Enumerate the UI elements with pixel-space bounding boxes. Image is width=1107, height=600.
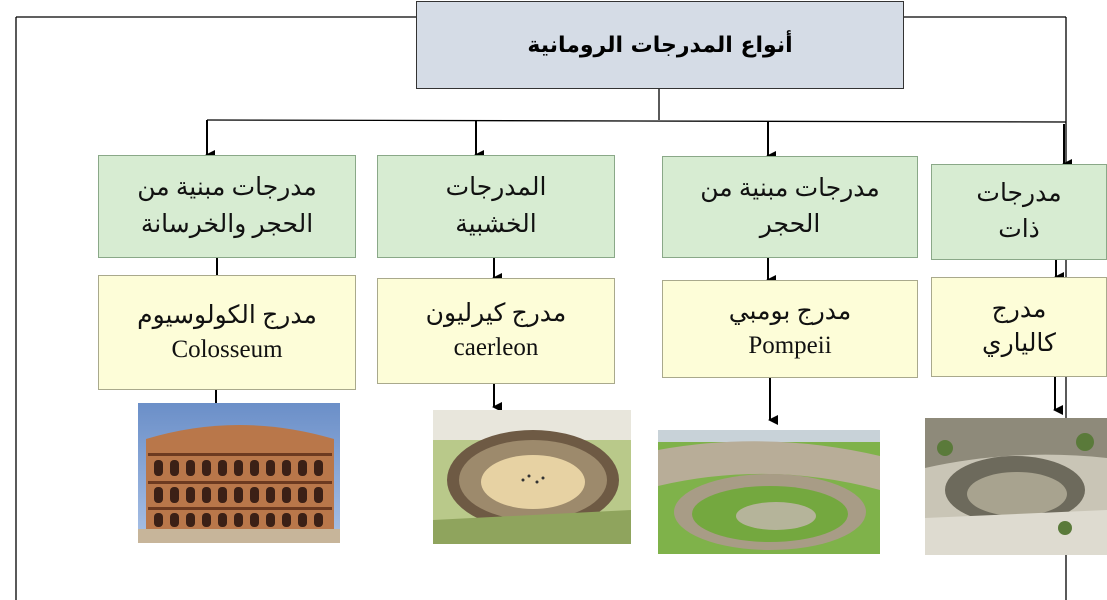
category-line: مدرجات مبنية من <box>137 174 317 202</box>
category-line: ذات <box>998 216 1040 243</box>
caerleon-photo <box>433 410 631 544</box>
example-caerleon: مدرج كيرليون caerleon <box>377 278 615 384</box>
example-arabic: مدرج <box>991 296 1047 324</box>
category-line: الحجر والخرسانة <box>140 210 314 238</box>
example-arabic: مدرج الكولوسيوم <box>137 301 317 329</box>
category-line: المدرجات <box>445 174 547 202</box>
example-latin: Pompeii <box>748 332 832 359</box>
category-wooden: المدرجات الخشبية <box>377 155 615 258</box>
example-latin: caerleon <box>453 334 539 361</box>
example-arabic: مدرج كيرليون <box>425 300 567 328</box>
category-line: الخشبية <box>455 210 537 238</box>
diagram-title: أنواع المدرجات الرومانية <box>416 1 904 89</box>
category-line: مدرجات <box>976 179 1062 207</box>
colosseum-photo <box>138 403 340 543</box>
category-with: مدرجات ذات <box>931 164 1107 260</box>
example-colosseum: مدرج الكولوسيوم Colosseum <box>98 275 356 390</box>
category-stone: مدرجات مبنية من الحجر <box>662 156 918 258</box>
example-pompeii: مدرج بومبي Pompeii <box>662 280 918 378</box>
example-arabic: مدرج بومبي <box>728 298 852 326</box>
category-line: الحجر <box>759 211 821 238</box>
example-latin: كالياري <box>982 330 1056 357</box>
cagliari-photo <box>925 418 1107 555</box>
category-stone-concrete: مدرجات مبنية من الحجر والخرسانة <box>98 155 356 258</box>
category-line: مدرجات مبنية من <box>700 174 880 202</box>
example-latin: Colosseum <box>171 335 283 363</box>
example-cagliari: مدرج كالياري <box>931 277 1107 377</box>
pompeii-photo <box>658 430 880 554</box>
